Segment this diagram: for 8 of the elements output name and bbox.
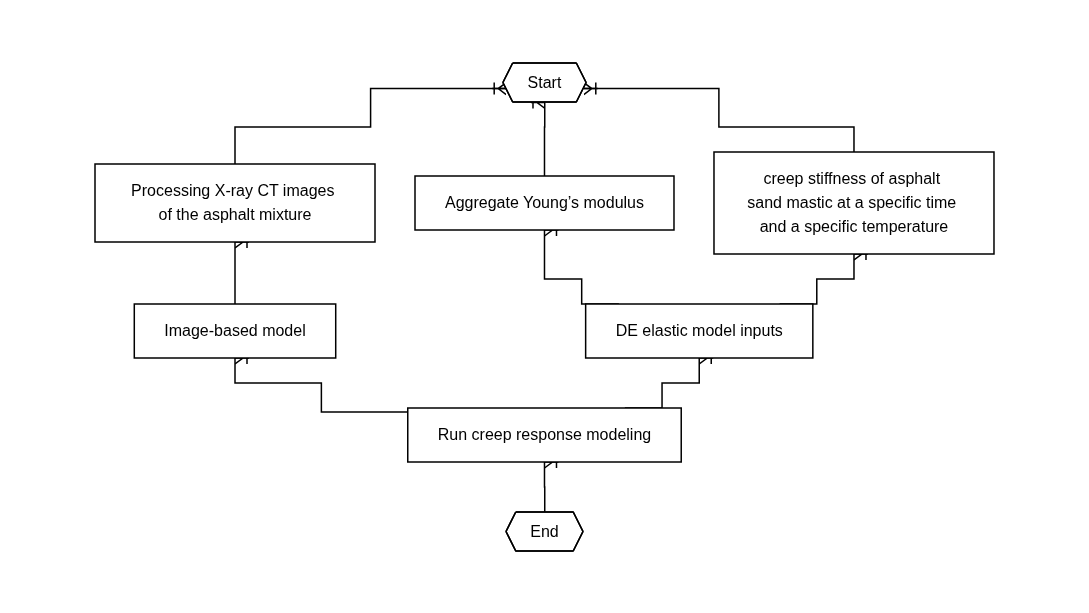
node-box: Processing X-ray CT images of the asphalt mixture bbox=[94, 162, 376, 243]
node-box: Run creep response modeling bbox=[407, 406, 682, 463]
node-box: DE elastic model inputs bbox=[584, 302, 814, 359]
node-box: creep stiffness of asphalt sand mastic at a specific time and a specific temperature bbox=[713, 150, 995, 255]
node-box: Aggregate Young’s modulus bbox=[414, 174, 675, 231]
connector bbox=[234, 81, 507, 165]
connector bbox=[583, 81, 855, 153]
node-box: Image-based model bbox=[133, 302, 337, 359]
